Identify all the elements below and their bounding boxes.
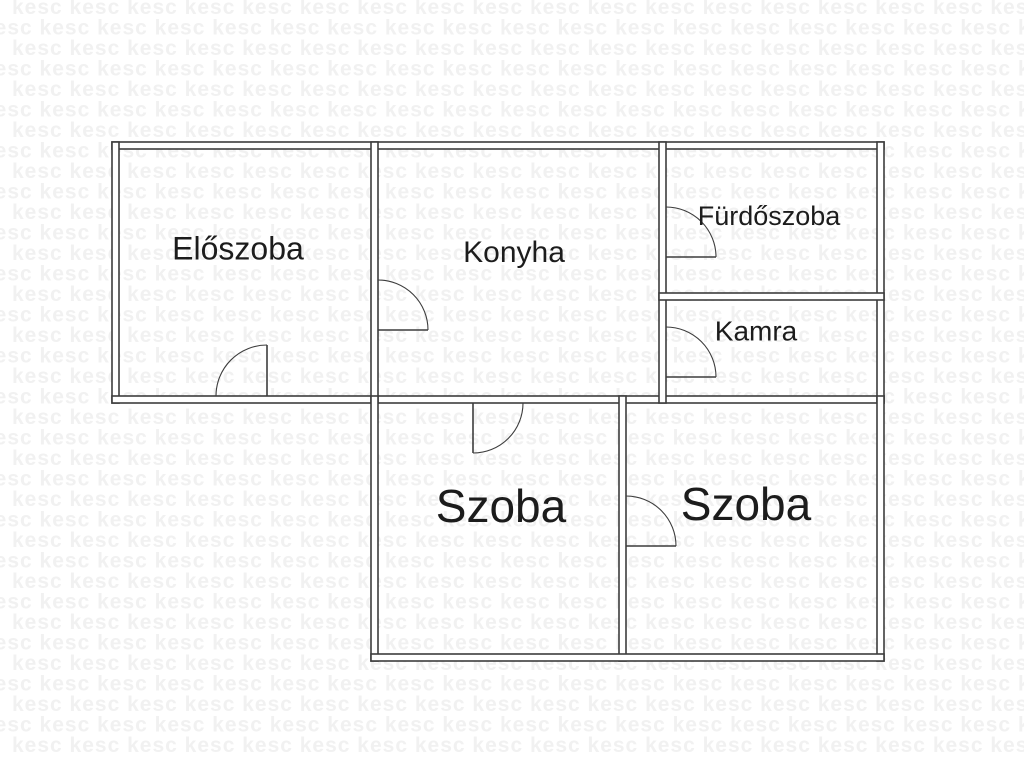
wall-top — [111, 141, 885, 150]
wall-right-upper — [876, 141, 885, 404]
room-label-kamra: Kamra — [715, 315, 798, 346]
door-konyha — [377, 279, 429, 331]
room-label-eloszoba: Előszoba — [172, 230, 304, 266]
watermark-row: kesc kesc kesc kesc kesc kesc kesc kesc … — [0, 181, 1024, 204]
wall-furdoszoba-kamra — [658, 292, 885, 301]
watermark-row: kesc kesc kesc kesc kesc kesc kesc kesc … — [12, 160, 1024, 183]
door-szoba-left — [472, 402, 524, 454]
watermark-row: kesc kesc kesc kesc kesc kesc kesc kesc … — [12, 242, 1024, 265]
watermark-row: kesc kesc kesc kesc kesc kesc kesc kesc … — [12, 529, 1024, 552]
wall-middle-horizontal — [111, 395, 885, 404]
watermark-row: kesc kesc kesc kesc kesc kesc kesc kesc … — [0, 468, 1024, 491]
door-kamra — [665, 326, 717, 378]
watermark-row: kesc kesc kesc kesc kesc kesc kesc kesc … — [12, 447, 1024, 470]
watermark-row: kesc kesc kesc kesc kesc kesc kesc kesc … — [0, 673, 1024, 696]
room-label-szoba-left: Szoba — [436, 480, 567, 532]
watermark-row: kesc kesc kesc kesc kesc kesc kesc kesc … — [12, 488, 1024, 511]
watermark-row: kesc kesc kesc kesc kesc kesc kesc kesc … — [0, 632, 1024, 655]
room-labels: Előszoba Konyha Fürdőszoba Kamra Szoba S… — [172, 201, 841, 532]
watermark-row: kesc kesc kesc kesc kesc kesc kesc kesc … — [12, 324, 1024, 347]
watermark-row: kesc kesc kesc kesc kesc kesc kesc kesc … — [0, 591, 1024, 614]
watermark-row: kesc kesc kesc kesc kesc kesc kesc kesc … — [0, 99, 1024, 122]
watermark-row: kesc kesc kesc kesc kesc kesc kesc kesc … — [12, 611, 1024, 634]
wall-bottom — [370, 653, 885, 662]
watermark-row: kesc kesc kesc kesc kesc kesc kesc kesc … — [12, 119, 1024, 142]
door-szoba-right — [625, 495, 677, 547]
watermark-row: kesc kesc kesc kesc kesc kesc kesc kesc … — [12, 0, 1024, 19]
walls — [111, 141, 885, 662]
watermark-row: kesc kesc kesc kesc kesc kesc kesc kesc … — [0, 222, 1024, 245]
watermark-row: kesc kesc kesc kesc kesc kesc kesc kesc … — [12, 78, 1024, 101]
watermark-row: kesc kesc kesc kesc kesc kesc kesc kesc … — [0, 58, 1024, 81]
watermark-row: kesc kesc kesc kesc kesc kesc kesc kesc … — [0, 263, 1024, 286]
door-eloszoba — [215, 344, 268, 397]
door-furdoszoba — [665, 206, 717, 258]
room-label-furdoszoba: Fürdőszoba — [698, 201, 842, 231]
wall-eloszoba-konyha — [370, 141, 379, 404]
wall-bottom-left — [370, 395, 379, 662]
watermark-row: kesc kesc kesc kesc kesc kesc kesc kesc … — [12, 734, 1024, 757]
watermark-row: kesc kesc kesc kesc kesc kesc kesc kesc … — [0, 427, 1024, 450]
watermark-row: kesc kesc kesc kesc kesc kesc kesc kesc … — [0, 714, 1024, 737]
watermark-row: kesc kesc kesc kesc kesc kesc kesc kesc … — [0, 17, 1024, 40]
watermark-row: kesc kesc kesc kesc kesc kesc kesc kesc … — [0, 550, 1024, 573]
watermark-row: kesc kesc kesc kesc kesc kesc kesc kesc … — [0, 304, 1024, 327]
watermark-row: kesc kesc kesc kesc kesc kesc kesc kesc … — [0, 509, 1024, 532]
watermark-row: kesc kesc kesc kesc kesc kesc kesc kesc … — [12, 570, 1024, 593]
wall-right-lower — [876, 395, 885, 662]
watermark-row: kesc kesc kesc kesc kesc kesc kesc kesc … — [12, 37, 1024, 60]
room-label-szoba-right: Szoba — [681, 478, 812, 530]
watermark-row: kesc kesc kesc kesc kesc kesc kesc kesc … — [12, 693, 1024, 716]
watermark-row: kesc kesc kesc kesc kesc kesc kesc kesc … — [12, 365, 1024, 388]
watermark-row: kesc kesc kesc kesc kesc kesc kesc kesc … — [12, 406, 1024, 429]
wall-szoba-szoba — [618, 395, 627, 662]
doors — [215, 206, 717, 547]
wall-left — [111, 141, 120, 404]
watermark-row: kesc kesc kesc kesc kesc kesc kesc kesc … — [0, 345, 1024, 368]
wall-konyha-furdoszoba — [658, 141, 667, 404]
watermark-row: kesc kesc kesc kesc kesc kesc kesc kesc … — [12, 201, 1024, 224]
room-label-konyha: Konyha — [463, 236, 565, 269]
